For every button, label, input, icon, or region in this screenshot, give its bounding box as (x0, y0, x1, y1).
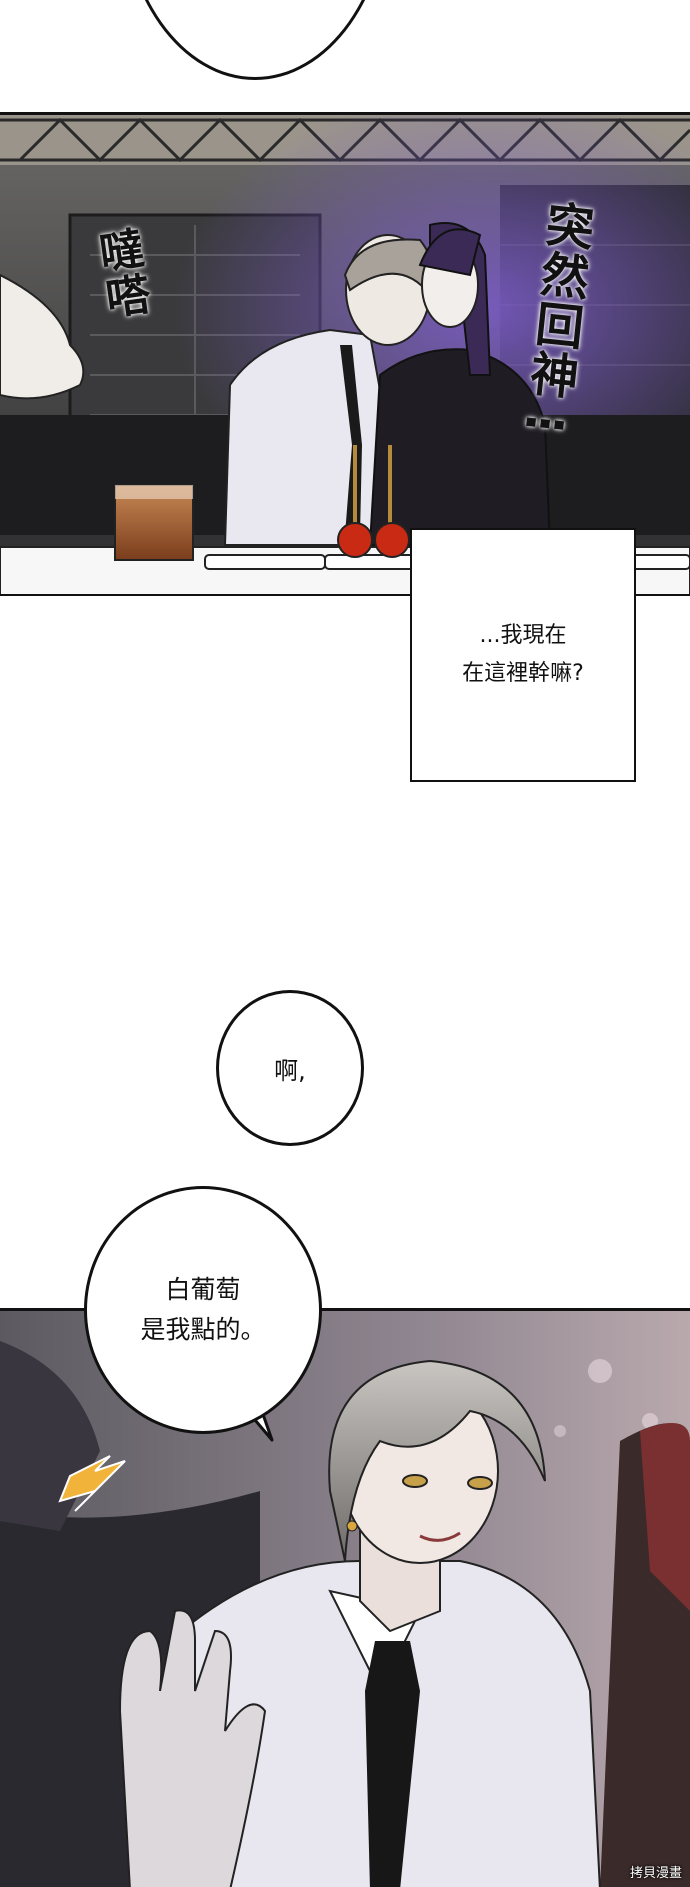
panel-closeup (0, 1308, 690, 1887)
watermark-label: 拷貝漫畫 (629, 1866, 682, 1881)
narration-line-2: 在這裡幹嘛? (462, 661, 584, 686)
panel-bar-scene (0, 112, 690, 596)
closeup-illustration (0, 1311, 690, 1887)
speech-bubble-top (120, 0, 390, 80)
narration-box: ...我現在 在這裡幹嘛? (410, 528, 636, 782)
bar-scene-illustration (0, 115, 690, 594)
narration-line-1: ...我現在 (479, 623, 567, 648)
sfx-tap-text: 噠嗒 (88, 224, 153, 324)
speech-bubble-white-grape: 白葡萄 是我點的。 (84, 1186, 322, 1434)
speech-text-line-2: 是我點的。 (140, 1315, 266, 1344)
speech-bubble-ah: 啊, (216, 990, 364, 1146)
speech-text-line-1: 白葡萄 (165, 1275, 241, 1304)
speech-text-ah: 啊, (274, 1056, 306, 1085)
